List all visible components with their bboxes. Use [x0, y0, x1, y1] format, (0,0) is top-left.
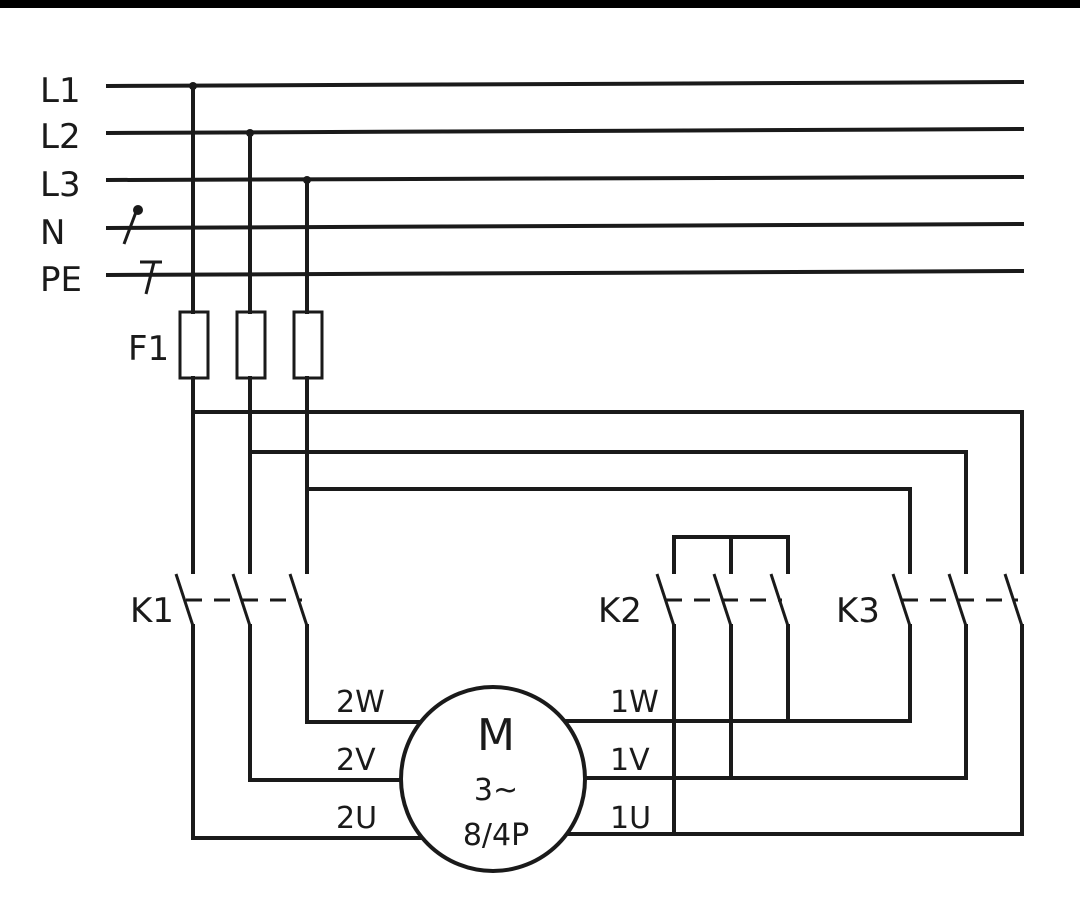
- branch-l2-to-k3: [248, 450, 968, 574]
- branch-l1-to-k3: [191, 410, 1024, 574]
- pe-marker: [140, 260, 162, 295]
- motor-phase: 3~: [474, 773, 518, 808]
- fuse-label: F1: [128, 329, 169, 369]
- terminal-1w: 1W: [610, 685, 659, 720]
- bus-label-l1: L1: [40, 71, 81, 111]
- terminal-1v: 1V: [610, 743, 650, 778]
- fuse-f1-l1: [178, 310, 210, 380]
- contactor-k2-contacts: [655, 573, 790, 627]
- bus-line-l2: [105, 126, 1025, 136]
- wire-k1-to-2w: [305, 624, 422, 724]
- contactor-label-k1: K1: [130, 591, 174, 631]
- bus-label-l3: L3: [40, 165, 81, 205]
- fuse-f1-l3: [292, 310, 324, 380]
- terminal-1u: 1U: [610, 801, 651, 836]
- contactor-label-k2: K2: [598, 591, 642, 631]
- bus-label-n: N: [40, 213, 65, 253]
- contactor-label-k3: K3: [836, 591, 880, 631]
- terminal-2w: 2W: [336, 685, 385, 720]
- branch-l3-to-k3: [305, 487, 912, 574]
- neutral-marker: [122, 205, 143, 245]
- wire-1u-to-k3: [564, 624, 1024, 836]
- contactor-k3-contacts: [891, 573, 1024, 627]
- contactor-k1-contacts: [174, 573, 309, 627]
- top-bar: [0, 0, 1080, 8]
- bus-line-l1: [105, 79, 1025, 89]
- bus-line-l3: [105, 174, 1025, 183]
- bus-label-l2: L2: [40, 117, 81, 157]
- terminal-2v: 2V: [336, 743, 376, 778]
- motor-symbol: M: [477, 710, 515, 761]
- fuse-f1-l2: [235, 310, 267, 380]
- bus-line-n: [105, 221, 1025, 231]
- terminal-2u: 2U: [336, 801, 377, 836]
- motor-circle: [399, 685, 587, 873]
- wire-k1-to-2u: [191, 624, 422, 840]
- wire-1w-to-k3: [564, 624, 912, 723]
- wire-k1-to-2v: [248, 624, 407, 782]
- motor-poles: 8/4P: [463, 818, 529, 853]
- bus-label-pe: PE: [40, 260, 82, 300]
- bus-line-pe: [105, 268, 1025, 278]
- wire-1v-to-k3: [578, 624, 968, 780]
